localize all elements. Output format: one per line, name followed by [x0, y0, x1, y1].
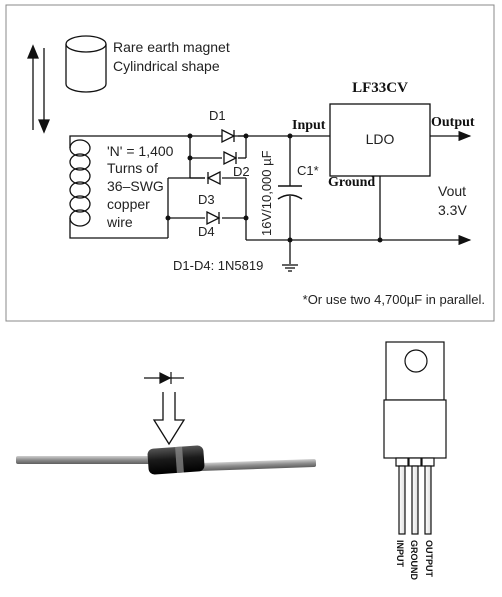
coil-label-4: copper: [107, 196, 150, 212]
ldo-block-label: LDO: [366, 131, 395, 147]
diode-body-icon: [147, 445, 205, 475]
to220-package-icon: [383, 341, 447, 535]
diode-d3-label: D3: [198, 192, 215, 207]
pin-label-ground: GROUND: [409, 540, 419, 580]
diode-lead-left: [16, 456, 156, 464]
diode-d3-icon: [206, 170, 221, 186]
coil-label-5: wire: [106, 214, 133, 230]
pin-label-output: OUTPUT: [424, 540, 434, 578]
motion-arrow-icon: [27, 44, 50, 134]
diode-part-note: D1-D4: 1N5819: [173, 258, 263, 273]
diode-lead-right: [197, 459, 317, 471]
ldo-input-label: Input: [292, 118, 326, 133]
magnet-label-1: Rare earth magnet: [113, 39, 230, 55]
pin-label-input: INPUT: [395, 540, 405, 568]
vout-value: 3.3V: [438, 202, 467, 218]
ldo-ground-label: Ground: [328, 175, 375, 190]
diode-d2-label: D2: [233, 164, 250, 179]
magnet-cylinder-icon: [65, 35, 107, 93]
capacitor-footnote: *Or use two 4,700µF in parallel.: [303, 292, 485, 307]
magnet-label-2: Cylindrical shape: [113, 58, 220, 74]
diode-d4-label: D4: [198, 224, 215, 239]
coil-label-1: 'N' = 1,400: [107, 143, 174, 159]
vout-label: Vout: [438, 183, 466, 199]
ground-icon: [282, 264, 298, 272]
ldo-block: [329, 103, 431, 177]
diode-d2-icon: [223, 150, 238, 166]
coil-label-2: Turns of: [107, 160, 158, 176]
capacitor-rating: 16V/10,000 µF: [259, 150, 274, 236]
diode-symbol-icon: [144, 372, 184, 384]
capacitor-name: C1*: [297, 163, 319, 178]
schematic-frame: [5, 4, 495, 322]
ldo-part-label: LF33CV: [352, 80, 408, 96]
diode-d4-icon: [206, 210, 221, 226]
coil-icon: [69, 135, 246, 239]
down-arrow-icon: [152, 392, 186, 446]
coil-label-3: 36–SWG: [107, 178, 164, 194]
diode-d1-label: D1: [209, 108, 226, 123]
diode-d1-icon: [221, 128, 236, 144]
junction-dots: [165, 133, 383, 243]
ldo-output-label: Output: [431, 115, 475, 130]
capacitor-c1-icon: [277, 185, 303, 200]
